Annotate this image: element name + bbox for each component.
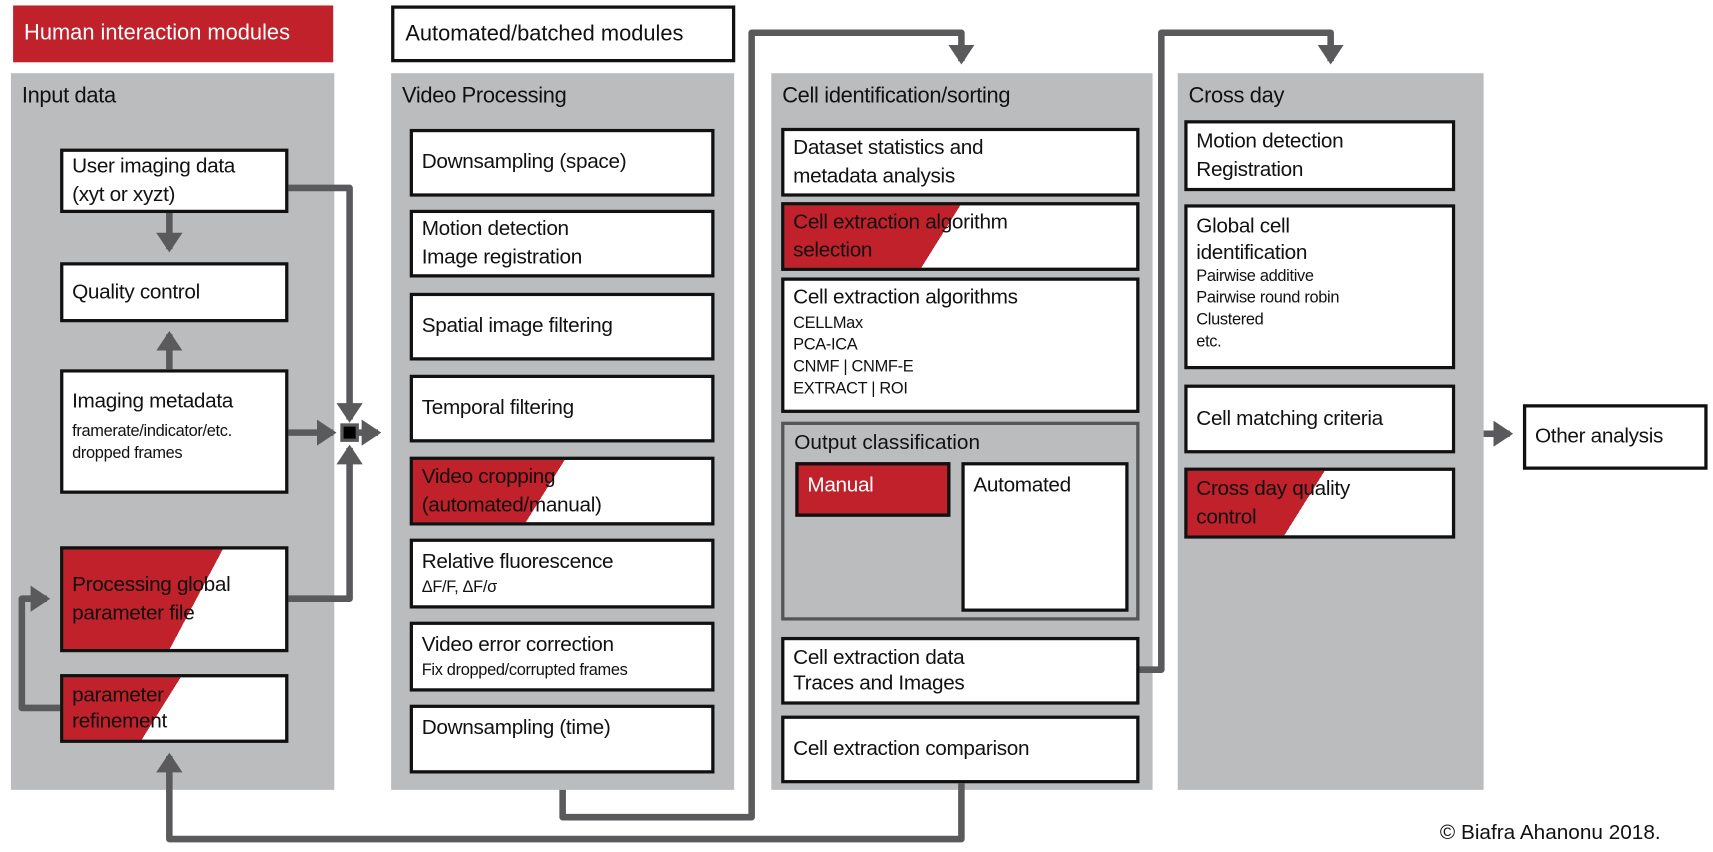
label: Motion detection [421,217,569,241]
sublabel: framerate/indicator/etc. [72,421,232,441]
sublabel: Fix dropped/corrupted frames [421,660,628,680]
label: Cell extraction comparison [793,737,1030,761]
arrow-refine-loop [18,585,61,712]
label: Output classification [794,431,981,455]
arrow-celldata-to-crossday [1139,29,1344,673]
box-user-imaging-data: User imaging data (xyt or xyzt) [60,148,289,214]
box-temporal-filtering: Temporal filtering [409,374,715,443]
method-item: etc. [1196,332,1222,351]
junction-node [340,423,359,442]
panel-title: Cell identification/sorting [782,84,1011,109]
algorithm-item: EXTRACT | ROI [793,379,908,398]
arrow-user-to-junction [288,184,363,423]
label: control [1196,505,1257,529]
box-downsampling-space: Downsampling (space) [409,128,715,197]
label: Imaging metadata [72,390,234,413]
algorithm-item: PCA-ICA [793,335,858,354]
box-other-analysis: Other analysis [1522,404,1708,470]
label: metadata analysis [793,164,955,188]
box-cell-extraction-comparison: Cell extraction comparison [781,715,1140,784]
label: (automated/manual) [421,493,602,517]
box-algorithm-selection: Cell extraction algorithm selection [781,202,1140,271]
method-item: Pairwise additive [1196,266,1314,286]
label: Downsampling (space) [421,150,627,174]
label: Temporal filtering [421,396,574,420]
box-cross-day-quality-control: Cross day quality control [1184,467,1456,539]
label: selection [793,238,873,262]
label: Motion detection [1196,129,1344,153]
panel-title: Cross day [1188,84,1285,109]
box-quality-control: Quality control [60,262,289,323]
label: Dataset statistics and [793,136,984,159]
label: Downsampling (time) [421,716,611,740]
sublabel: dropped frames [72,443,183,463]
label: Registration [1196,157,1304,181]
label: Image registration [421,245,583,269]
label: Traces and Images [793,671,965,695]
box-video-cropping: Video cropping (automated/manual) [409,456,715,526]
panel-title: Input data [21,84,116,109]
label: Cross day quality [1196,476,1350,500]
sublabel: ΔF/F, ΔF/σ [421,577,497,597]
label: Video error correction [421,633,614,657]
legend-human-interaction: Human interaction modules [13,5,334,63]
legend-automated: Automated/batched modules [391,5,736,63]
label: parameter [72,683,164,707]
box-processing-global-parameter-file: Processing global parameter file [60,546,289,653]
label: Cell extraction algorithm [793,210,1008,234]
box-global-cell-identification: Global cell identification Pairwise addi… [1184,204,1456,370]
box-downsampling-time: Downsampling (time) [409,704,715,774]
algorithm-item: CNMF | CNMF-E [793,357,914,376]
label: Cell extraction algorithms [793,286,1018,310]
box-spatial-filtering: Spatial image filtering [409,292,715,361]
label: Spatial image filtering [421,314,613,338]
copyright: © Biafra Ahanonu 2018. [1439,821,1661,845]
panel-title: Video Processing [402,84,567,109]
label: Other analysis [1534,424,1664,448]
box-cell-matching-criteria: Cell matching criteria [1184,384,1456,454]
label: Relative fluorescence [421,550,614,574]
label: Video cropping [421,464,556,488]
label: Processing global [72,573,231,596]
label: User imaging data [72,154,235,178]
method-item: Clustered [1196,310,1264,329]
algorithm-item: CELLMax [793,313,863,333]
arrow-comparison-to-refine [156,752,965,843]
label: identification [1196,241,1308,265]
box-manual-classification: Manual [795,462,951,517]
label: Automated [973,474,1071,498]
arrow-video-to-cellid [559,29,975,821]
box-imaging-metadata: Imaging metadata framerate/indicator/etc.… [60,369,289,494]
method-item: Pairwise round robin [1196,288,1340,307]
label: Manual [807,474,874,498]
label: refinement [72,709,167,733]
label: (xyt or xyzt) [72,182,176,206]
box-automated-classification: Automated [961,462,1129,612]
label: Quality control [72,280,200,304]
box-dataset-statistics: Dataset statistics and metadata analysis [781,127,1140,197]
label: Cell extraction data [793,646,965,670]
label: Global cell [1196,215,1290,239]
arrow-param-to-junction [288,444,363,602]
label: Cell matching criteria [1196,406,1383,430]
label: parameter file [72,601,195,625]
box-cell-extraction-algorithms: Cell extraction algorithms CELLMax PCA-I… [781,277,1140,413]
